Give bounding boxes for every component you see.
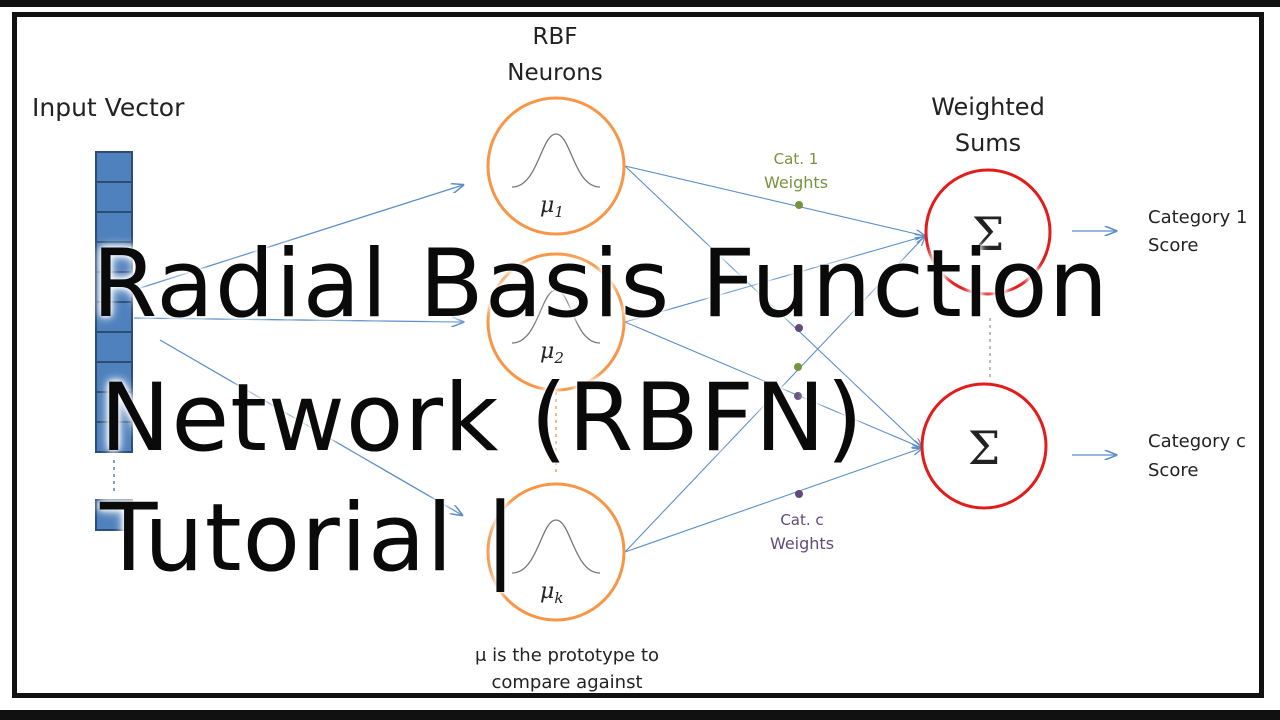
title-overlay-line3: Tutorial | [100,484,518,593]
cat1-weights-line2: Weights [764,173,828,192]
svg-text:Σ: Σ [972,207,1005,261]
diagram-frame [12,12,1264,698]
sums-label-line2: Sums [955,129,1021,157]
category-1-score-label: Score [1148,235,1198,256]
input-connectors [133,185,463,515]
rbf-neuron-1: μ1 [486,96,626,236]
prototype-note-line2: compare against [491,672,642,693]
category-1-label: Category 1 [1148,207,1247,228]
sum-node-c: Σ [920,382,1048,510]
title-overlay-line1: Radial Basis Function [92,230,1110,339]
prototype-note-line1: μ is the prototype to [475,645,659,666]
rbf-neuron-k: μk [486,482,626,622]
sum-node-1: Σ [924,168,1052,296]
rbf-label-line2: Neurons [507,60,603,86]
sums-label-line1: Weighted [931,93,1045,121]
neuron-to-sum-connectors [624,165,925,553]
svg-text:Σ: Σ [968,421,1001,475]
svg-text:μk: μk [540,579,563,607]
catc-weights-line1: Cat. c [780,511,823,529]
catc-weights-line2: Weights [770,534,834,553]
title-overlay-line2: Network (RBFN) [100,364,864,473]
input-vector-label: Input Vector [32,93,185,122]
svg-text:μ2: μ2 [540,339,564,367]
weight-dots [794,201,803,498]
rbf-neuron-2: μ2 [486,252,626,392]
svg-text:μ1: μ1 [540,193,564,221]
bottom-border-bar [0,710,1280,720]
top-border-bar [0,0,1280,7]
category-c-label: Category c [1148,431,1246,452]
output-arrows [1072,231,1116,455]
rbf-label-line1: RBF [533,24,578,50]
input-vector [95,151,133,531]
category-c-score-label: Score [1148,460,1198,481]
cat1-weights-line1: Cat. 1 [774,150,819,168]
